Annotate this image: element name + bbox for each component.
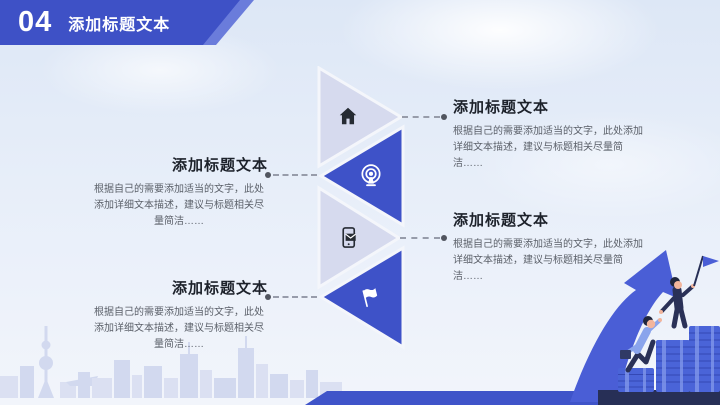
connector-line bbox=[273, 174, 317, 176]
item-title: 添加标题文本 bbox=[453, 99, 550, 116]
mobile-mail-icon bbox=[337, 226, 360, 249]
flag-icon bbox=[357, 284, 384, 311]
item-title: 添加标题文本 bbox=[171, 157, 268, 174]
item-title: 添加标题文本 bbox=[171, 280, 268, 297]
item-block-2: 添加标题文本 根据自己的需要添加适当的文字，此处添加详细文本描述，建议与标题相关… bbox=[90, 154, 268, 230]
cloud-decoration bbox=[470, 110, 720, 220]
rising-arrow bbox=[570, 250, 677, 402]
section-number: 04 bbox=[18, 6, 53, 38]
growth-illustration bbox=[570, 250, 720, 405]
base-platform bbox=[598, 390, 720, 405]
climbing-person bbox=[620, 316, 662, 373]
coin-stack-short bbox=[618, 368, 654, 392]
connector-dot bbox=[441, 235, 447, 241]
connector-dot bbox=[265, 172, 271, 178]
item-block-3: 添加标题文本 根据自己的需要添加适当的文字，此处添加详细文本描述，建议与标题相关… bbox=[453, 209, 643, 285]
connector-dot bbox=[265, 294, 271, 300]
connector-line bbox=[400, 237, 440, 239]
item-body: 根据自己的需要添加适当的文字，此处添加详细文本描述，建议与标题相关尽量简洁…… bbox=[94, 184, 264, 227]
item-title: 添加标题文本 bbox=[453, 212, 550, 229]
connector-line bbox=[402, 116, 440, 118]
item-body: 根据自己的需要添加适当的文字，此处添加详细文本描述，建议与标题相关尽量简洁…… bbox=[453, 239, 643, 282]
section-banner: 04 添加标题文本 bbox=[0, 0, 240, 45]
helping-person bbox=[659, 255, 719, 329]
connector-line bbox=[273, 296, 317, 298]
broadcast-icon bbox=[358, 163, 384, 189]
home-icon bbox=[337, 105, 359, 127]
section-title: 添加标题文本 bbox=[68, 16, 171, 34]
city-skyline-silhouette bbox=[0, 326, 342, 398]
coin-stack-tall bbox=[689, 326, 720, 392]
item-body: 根据自己的需要添加适当的文字，此处添加详细文本描述，建议与标题相关尽量简洁…… bbox=[94, 307, 264, 350]
item-block-1: 添加标题文本 根据自己的需要添加适当的文字，此处添加详细文本描述，建议与标题相关… bbox=[453, 96, 643, 172]
coin-stack-medium bbox=[656, 340, 690, 392]
connector-dot bbox=[441, 114, 447, 120]
item-body: 根据自己的需要添加适当的文字，此处添加详细文本描述，建议与标题相关尽量简洁…… bbox=[453, 126, 643, 169]
triangle-diagram bbox=[317, 66, 405, 350]
item-block-4: 添加标题文本 根据自己的需要添加适当的文字，此处添加详细文本描述，建议与标题相关… bbox=[90, 277, 268, 353]
